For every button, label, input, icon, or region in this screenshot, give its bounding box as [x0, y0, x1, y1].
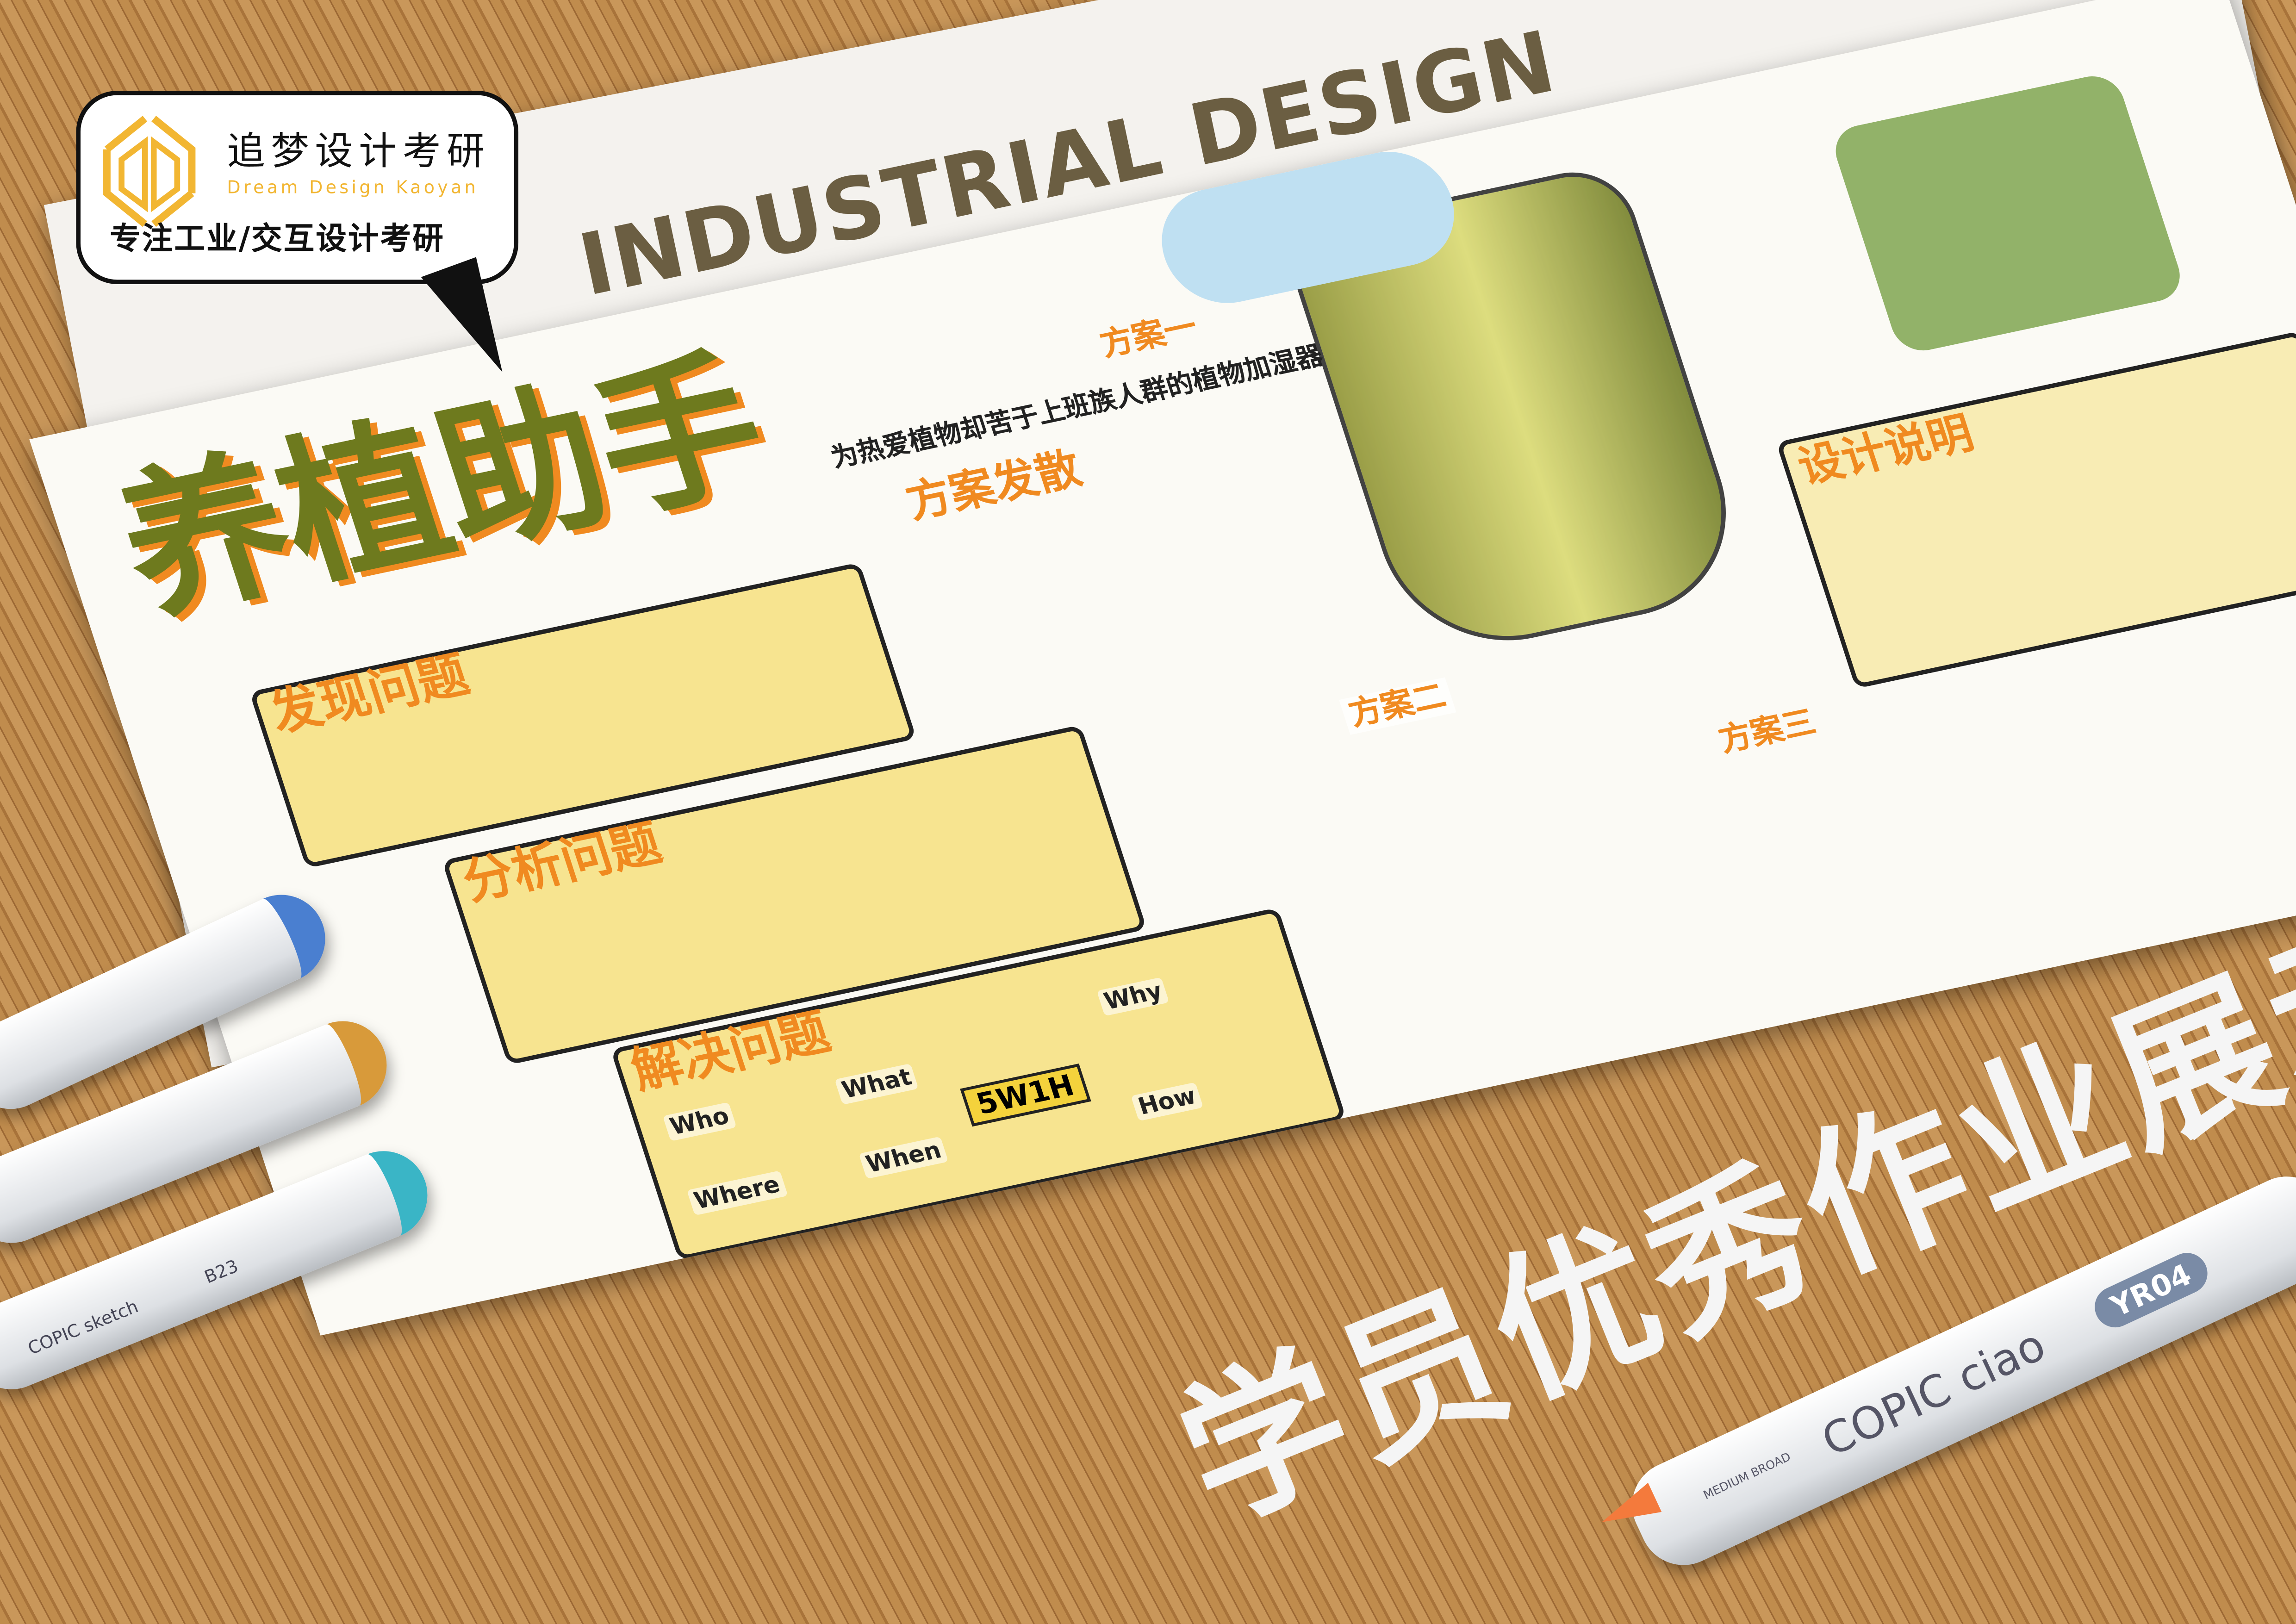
section-label: 方案发散 — [900, 443, 1088, 529]
section-label: 方案一 — [1096, 309, 1202, 365]
marker-code: B23 — [201, 1256, 242, 1288]
section-description — [1776, 330, 2296, 689]
sketch-subtitle: 为热爱植物却苦于上班族人群的植物加湿器 — [827, 341, 1327, 474]
logo-tagline: 专注工业/交互设计考研 — [110, 221, 445, 256]
marker-brand: COPIC sketch — [25, 1296, 141, 1359]
marker-tip-label: MEDIUM BROAD — [1701, 1450, 1793, 1502]
logo-icon — [103, 116, 196, 227]
section-label: 方案二 — [1339, 677, 1457, 735]
logo-name: 追梦设计考研 — [227, 130, 491, 174]
plant-sketch — [1828, 71, 2188, 356]
logo-name-en: Dream Design Kaoyan — [227, 177, 479, 198]
section-label: 方案三 — [1714, 704, 1821, 760]
marker-code: YR04 — [2088, 1246, 2214, 1334]
marker-brand: COPIC ciao — [1815, 1320, 2053, 1468]
logo-bubble: 追梦设计考研 Dream Design Kaoyan 专注工业/交互设计考研 — [76, 91, 519, 284]
